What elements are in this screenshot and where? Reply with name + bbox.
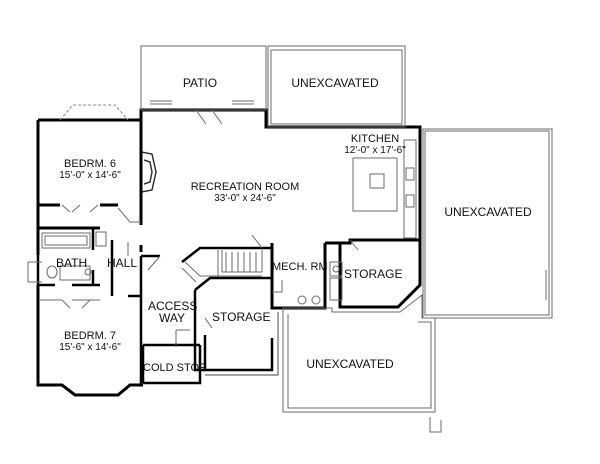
closet-doors-bedrm7 xyxy=(40,299,100,309)
bedrm7-name: BEDRM. 7 xyxy=(64,330,116,342)
kitchen-name: KITCHEN xyxy=(350,133,400,145)
stairs xyxy=(181,250,263,283)
bath-hall-walls xyxy=(36,228,143,385)
storage-walls xyxy=(205,312,279,376)
mech-room-label: MECH. RM xyxy=(272,261,328,273)
hall-label: HALL xyxy=(106,256,138,270)
access-way-line2: WAY xyxy=(159,311,185,325)
recreation-room-name: RECREATION ROOM xyxy=(190,181,300,193)
access-walls xyxy=(141,246,274,385)
bedrm6-name: BEDRM. 6 xyxy=(64,158,116,170)
bath-label: BATH xyxy=(56,256,88,270)
kitchen-fixtures xyxy=(352,139,417,239)
unexcavated-top-label: UNEXCAVATED xyxy=(291,76,379,90)
bedrm7-label: BEDRM. 7 15'-6" x 14'-6" xyxy=(50,330,130,354)
bath-fixtures xyxy=(27,231,129,283)
kitchen-dim: 12'-0" x 17'-6" xyxy=(344,145,406,156)
storage-center-label: STORAGE xyxy=(212,310,271,324)
recreation-room-dim: 33'-0" x 24'-6" xyxy=(214,193,276,204)
bedrm6-label: BEDRM. 6 15'-0" x 14'-6" xyxy=(50,158,130,182)
unexcavated-right-area xyxy=(422,128,553,319)
unexcavated-right-label: UNEXCAVATED xyxy=(444,205,532,219)
cold-storage-label: COLD STOR xyxy=(143,362,207,374)
access-way-line1: ACCESS xyxy=(148,299,198,313)
recreation-room-label: RECREATION ROOM 33'-0" x 24'-6" xyxy=(185,181,305,205)
patio-door xyxy=(195,109,223,125)
access-way-label: ACCESS WAY xyxy=(148,299,198,325)
bay-window-bedrm6 xyxy=(59,104,129,121)
storage-right-label: STORAGE xyxy=(344,267,403,281)
kitchen-label: KITCHEN 12'-0" x 17'-6" xyxy=(340,133,410,157)
bedrm7-dim: 15'-6" x 14'-6" xyxy=(59,342,121,353)
bedrm6-dim: 15'-0" x 14'-6" xyxy=(59,170,121,181)
patio-label: PATIO xyxy=(182,76,218,90)
access-doors xyxy=(147,234,359,345)
bedrm6-walls xyxy=(38,120,143,252)
unexcavated-bottom-label: UNEXCAVATED xyxy=(306,357,394,371)
unexcavated-bottom-area xyxy=(282,293,442,433)
closet-doors-bedrm6 xyxy=(61,204,141,223)
patio-area xyxy=(140,45,406,128)
fireplace xyxy=(140,151,157,193)
mech-fixtures xyxy=(297,261,343,305)
